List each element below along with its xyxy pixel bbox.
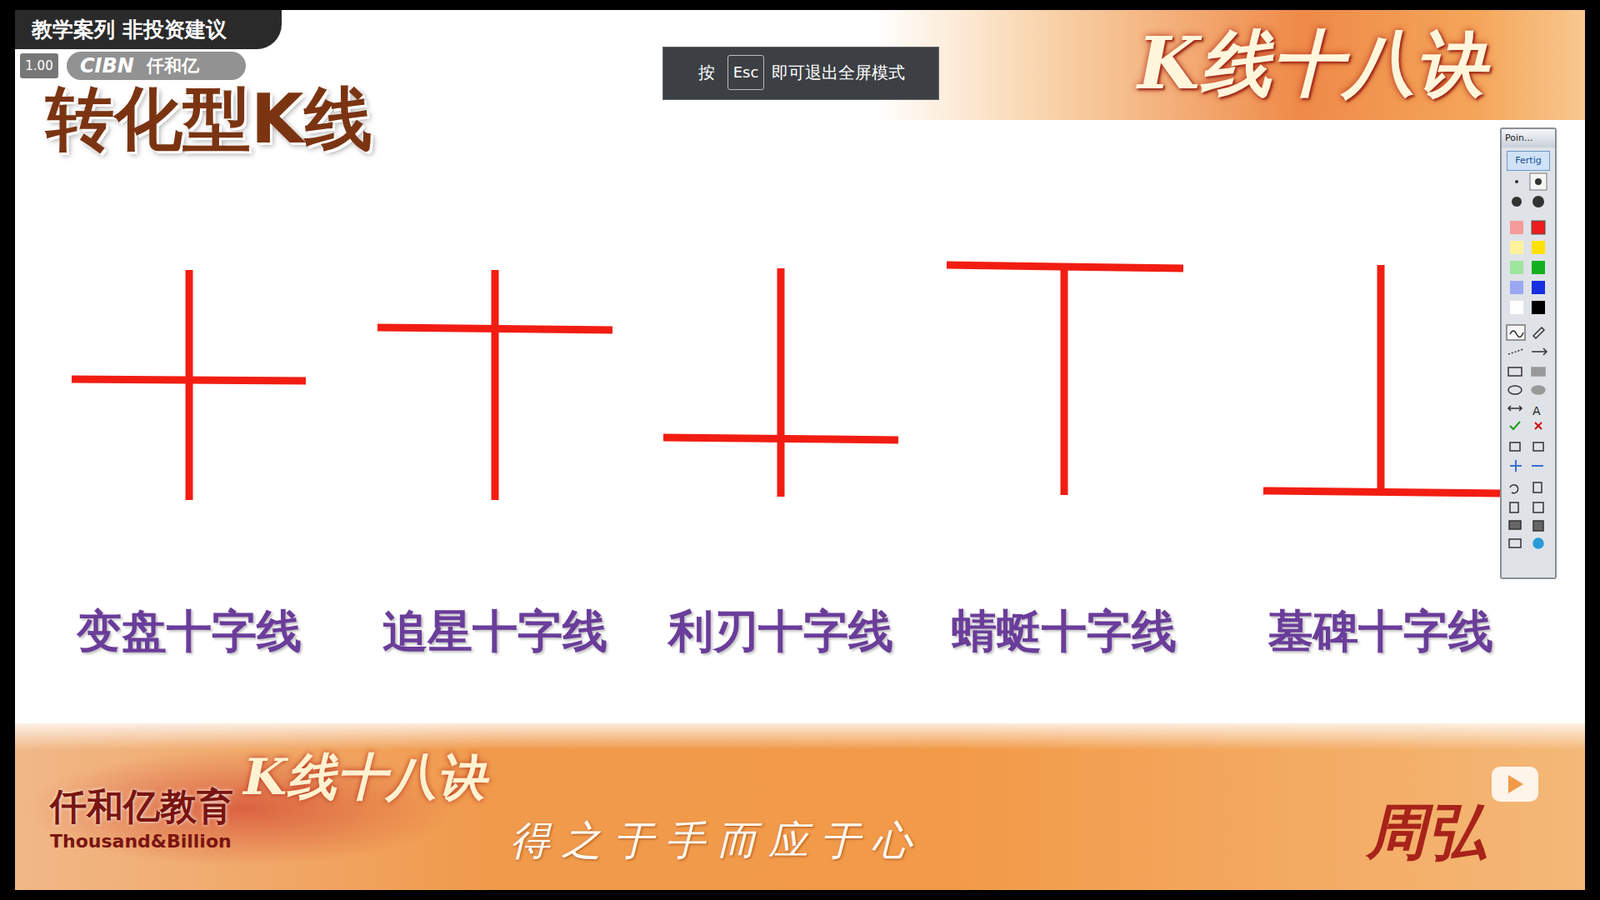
banner-logo: K线十八诀 bbox=[243, 746, 487, 807]
toolbar-text-tool: A bbox=[1532, 403, 1541, 419]
key-label: Esc bbox=[727, 60, 765, 85]
vertical-stroke bbox=[1060, 266, 1069, 495]
toolbar-button-text: Fertig bbox=[1507, 153, 1550, 169]
bottom-banner-fade bbox=[15, 716, 1585, 750]
pattern-name: 蜻蜓十字线 bbox=[922, 601, 1206, 663]
logo-text: 仟和亿 bbox=[146, 53, 200, 79]
brand-name: 仟和亿教育 bbox=[50, 785, 234, 829]
color-swatch bbox=[1531, 240, 1545, 255]
vertical-stroke bbox=[491, 270, 500, 500]
color-swatch bbox=[1531, 300, 1545, 315]
pattern-name: 追星十字线 bbox=[353, 601, 637, 663]
horizontal-stroke bbox=[71, 379, 306, 381]
tool-icons bbox=[1506, 325, 1547, 549]
notice-text: 按 bbox=[698, 60, 715, 85]
brush-dot bbox=[1511, 196, 1522, 207]
brush-dot bbox=[1515, 180, 1519, 184]
brand-english: Thousand&Billion bbox=[50, 830, 232, 854]
toolbar-icons bbox=[1501, 170, 1555, 588]
play-icon bbox=[1490, 760, 1540, 805]
tag-banner: 教学案列 非投资建议 bbox=[15, 10, 282, 50]
notice-text: 即可退出全屏模式 bbox=[771, 60, 905, 85]
color-swatch bbox=[1510, 300, 1524, 315]
vertical-stroke bbox=[1377, 265, 1385, 492]
color-swatch bbox=[1510, 280, 1524, 295]
logo-text: CIBN bbox=[80, 53, 135, 79]
color-swatch bbox=[1510, 260, 1524, 275]
pattern-name: 利刃十字线 bbox=[639, 601, 923, 663]
slide-title: 转化型K线 bbox=[45, 81, 373, 157]
brush-dot bbox=[1532, 195, 1545, 208]
color-swatch bbox=[1531, 220, 1545, 235]
horizontal-stroke bbox=[1263, 490, 1500, 494]
pattern-name: 变盘十字线 bbox=[47, 601, 331, 663]
cross-lines bbox=[71, 265, 1500, 500]
speed-badge: 1.00 bbox=[20, 53, 59, 79]
vertical-stroke bbox=[777, 268, 785, 497]
horizontal-stroke bbox=[377, 327, 613, 330]
brush-dot bbox=[1535, 178, 1542, 185]
color-swatch bbox=[1531, 280, 1545, 295]
color-swatch bbox=[1510, 220, 1524, 235]
vertical-stroke bbox=[185, 270, 194, 500]
banner-logo: K线十八诀 bbox=[1137, 21, 1487, 105]
paint-toolbar bbox=[1500, 127, 1557, 580]
horizontal-stroke bbox=[663, 437, 899, 440]
pattern-name: 墓碑十字线 bbox=[1239, 601, 1523, 663]
toolbar-title: Poin... bbox=[1505, 130, 1534, 146]
slogan: 得之于手而应于心 bbox=[510, 815, 924, 865]
color-swatch bbox=[1510, 240, 1524, 255]
presenter-name: 周弘 bbox=[1366, 796, 1487, 867]
color-swatch bbox=[1531, 260, 1545, 275]
brush-selected bbox=[1530, 173, 1547, 190]
